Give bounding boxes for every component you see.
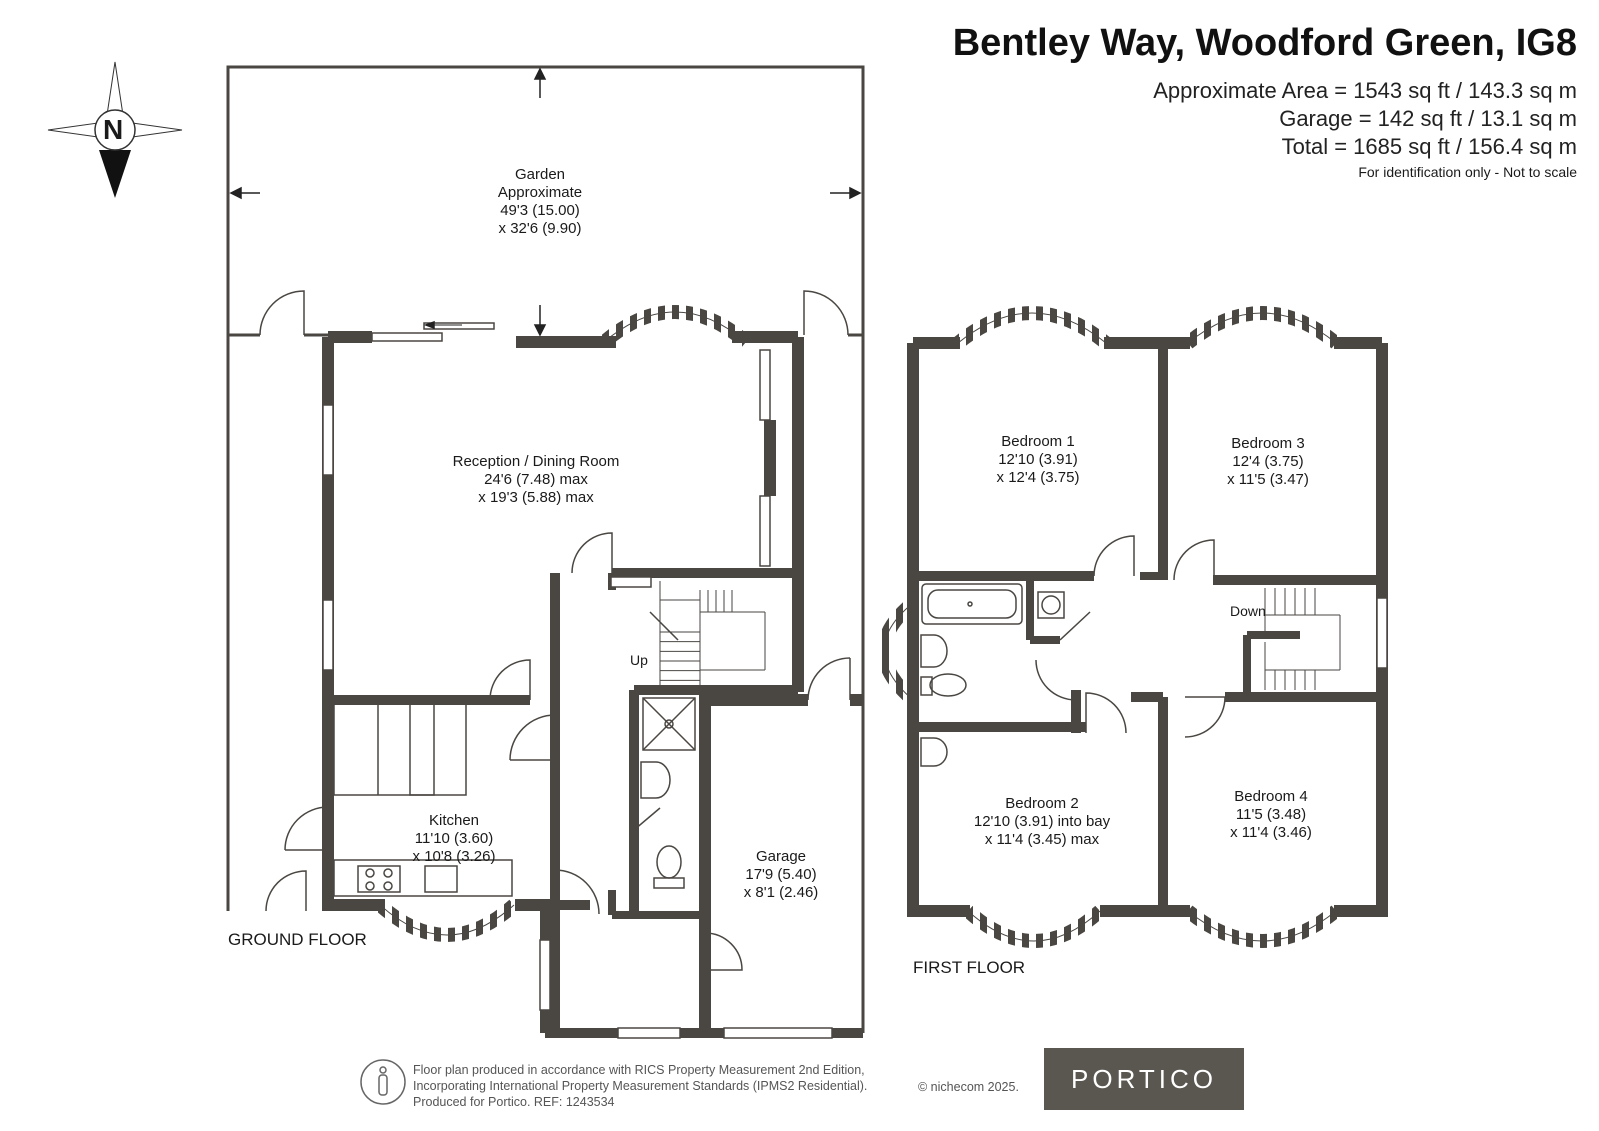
garden-dimension-arrows (229, 67, 862, 337)
property-title: Bentley Way, Woodford Green, IG8 (952, 22, 1577, 64)
kitchen-bay-window (375, 899, 519, 942)
ground-floor-doors (259, 290, 851, 971)
first-floor-bay-windows (877, 306, 1388, 948)
first-floor-doors (1035, 535, 1226, 738)
porch-windows (539, 576, 833, 1039)
bathroom-fittings (920, 583, 1065, 767)
compass-icon (47, 61, 183, 198)
stairs-up-label: Up (630, 652, 648, 668)
first-floor-stairs (1264, 588, 1341, 690)
ground-floor-label: GROUND FLOOR (228, 930, 367, 949)
approximate-area: Approximate Area = 1543 sq ft / 143.3 sq… (1153, 78, 1577, 103)
total-area: Total = 1685 sq ft / 156.4 sq m (1281, 134, 1577, 159)
stairs-down-label: Down (1230, 603, 1266, 619)
rics-person-icon (360, 1059, 406, 1105)
ground-floor-stairs (659, 581, 766, 691)
disclaimer-note: For identification only - Not to scale (1358, 164, 1577, 180)
portico-logo: PORTICO (1044, 1048, 1244, 1110)
first-floor-label: FIRST FLOOR (913, 958, 1026, 977)
first-floor-walls (907, 337, 1388, 917)
footer-measurement-note: Floor plan produced in accordance with R… (413, 1063, 868, 1109)
kitchen-fittings (333, 699, 513, 897)
compass-north-label: N (103, 114, 124, 145)
garage-area: Garage = 142 sq ft / 13.1 sq m (1279, 106, 1577, 131)
copyright-notice: © nichecom 2025. (918, 1080, 1019, 1094)
shower-room-fittings (640, 697, 696, 889)
reception-windows (322, 305, 776, 671)
